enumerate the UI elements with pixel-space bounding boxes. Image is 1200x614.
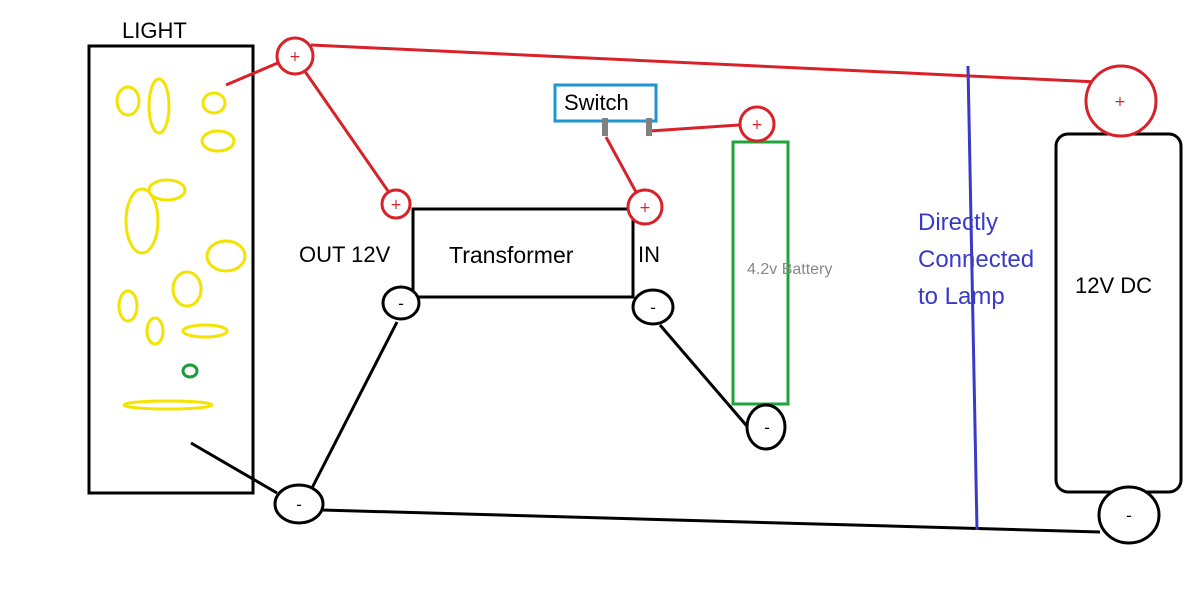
switch-terminal-left (602, 118, 608, 136)
positive-symbol: + (289, 49, 301, 65)
annotation-line-1: Directly (918, 209, 998, 236)
terminal-positive-transformer-out: + (380, 188, 412, 220)
bulb-icon (205, 239, 247, 273)
negative-symbol: - (296, 495, 302, 514)
wire-transformer-out-to-minus (310, 321, 399, 489)
terminal-negative-transformer-out: - (381, 285, 421, 321)
light-component: LIGHT (87, 18, 255, 495)
positive-symbol: + (390, 197, 402, 213)
wire-switch-to-battery (649, 123, 740, 133)
bulb-icon (200, 129, 236, 153)
negative-symbol: - (398, 294, 404, 313)
bulb-icon (147, 77, 171, 135)
negative-symbol: - (1126, 506, 1132, 525)
bulb-icon (171, 270, 203, 308)
positive-symbol: + (1114, 94, 1126, 110)
dc-supply-component: 12V DC (1054, 132, 1183, 494)
wire-light-to-minus (190, 441, 278, 495)
dc-supply-box (1054, 132, 1183, 494)
annotation-line-2: Connected (918, 246, 1034, 273)
transformer-input-label: IN (638, 242, 660, 267)
negative-wires (190, 321, 1101, 534)
bulb-icon (117, 289, 139, 323)
terminal-positive-light: + (275, 36, 315, 76)
transformer-label: Transformer (449, 242, 574, 268)
bulb-icon (181, 323, 229, 339)
switch-component: Switch (553, 83, 658, 136)
bulb-icon (115, 85, 141, 117)
bulb-icon (201, 91, 227, 115)
light-bulbs (115, 77, 247, 411)
battery-label: 4.2v Battery (747, 261, 832, 278)
terminal-positive-transformer-in: + (626, 188, 664, 226)
dc-supply-label: 12V DC (1075, 273, 1152, 298)
terminal-negative-transformer-in: - (631, 288, 675, 326)
transformer-component: Transformer OUT 12V IN (299, 207, 660, 299)
transformer-box (411, 207, 635, 299)
wire-bottom-rail (321, 508, 1101, 534)
terminal-negative-battery: - (745, 403, 787, 451)
transformer-output-label: OUT 12V (299, 242, 391, 267)
wire-switch-to-transformer-in (604, 136, 638, 193)
wire-plus-to-transformer-out (302, 69, 390, 192)
positive-terminals: + + + + + (275, 36, 1158, 226)
wire-light-to-plus (225, 60, 281, 87)
terminal-negative-dc-supply: - (1097, 485, 1161, 545)
bulb-icon (124, 187, 160, 255)
bulb-icon (122, 399, 214, 411)
negative-symbol: - (764, 418, 770, 437)
negative-symbol: - (650, 298, 656, 317)
battery-component: 4.2v Battery (731, 140, 832, 406)
bulb-icon (145, 316, 165, 346)
terminal-positive-battery: + (738, 105, 776, 143)
annotation-line (966, 65, 979, 531)
light-label: LIGHT (122, 18, 187, 43)
bulb-icon (147, 178, 187, 202)
annotation: Directly Connected to Lamp (918, 209, 1034, 310)
switch-label: Switch (564, 90, 629, 115)
annotation-line-3: to Lamp (918, 283, 1005, 310)
terminal-negative-light: - (273, 483, 325, 525)
indicator-icon (181, 363, 199, 379)
positive-symbol: + (751, 117, 763, 133)
positive-symbol: + (639, 200, 651, 216)
negative-terminals: - - - - - (273, 285, 1161, 545)
light-box (87, 44, 255, 495)
switch-terminal-right (646, 118, 652, 136)
wire-top-rail (310, 43, 1099, 84)
terminal-positive-dc-supply: + (1084, 64, 1158, 138)
wire-transformer-in-to-battery (658, 324, 754, 433)
